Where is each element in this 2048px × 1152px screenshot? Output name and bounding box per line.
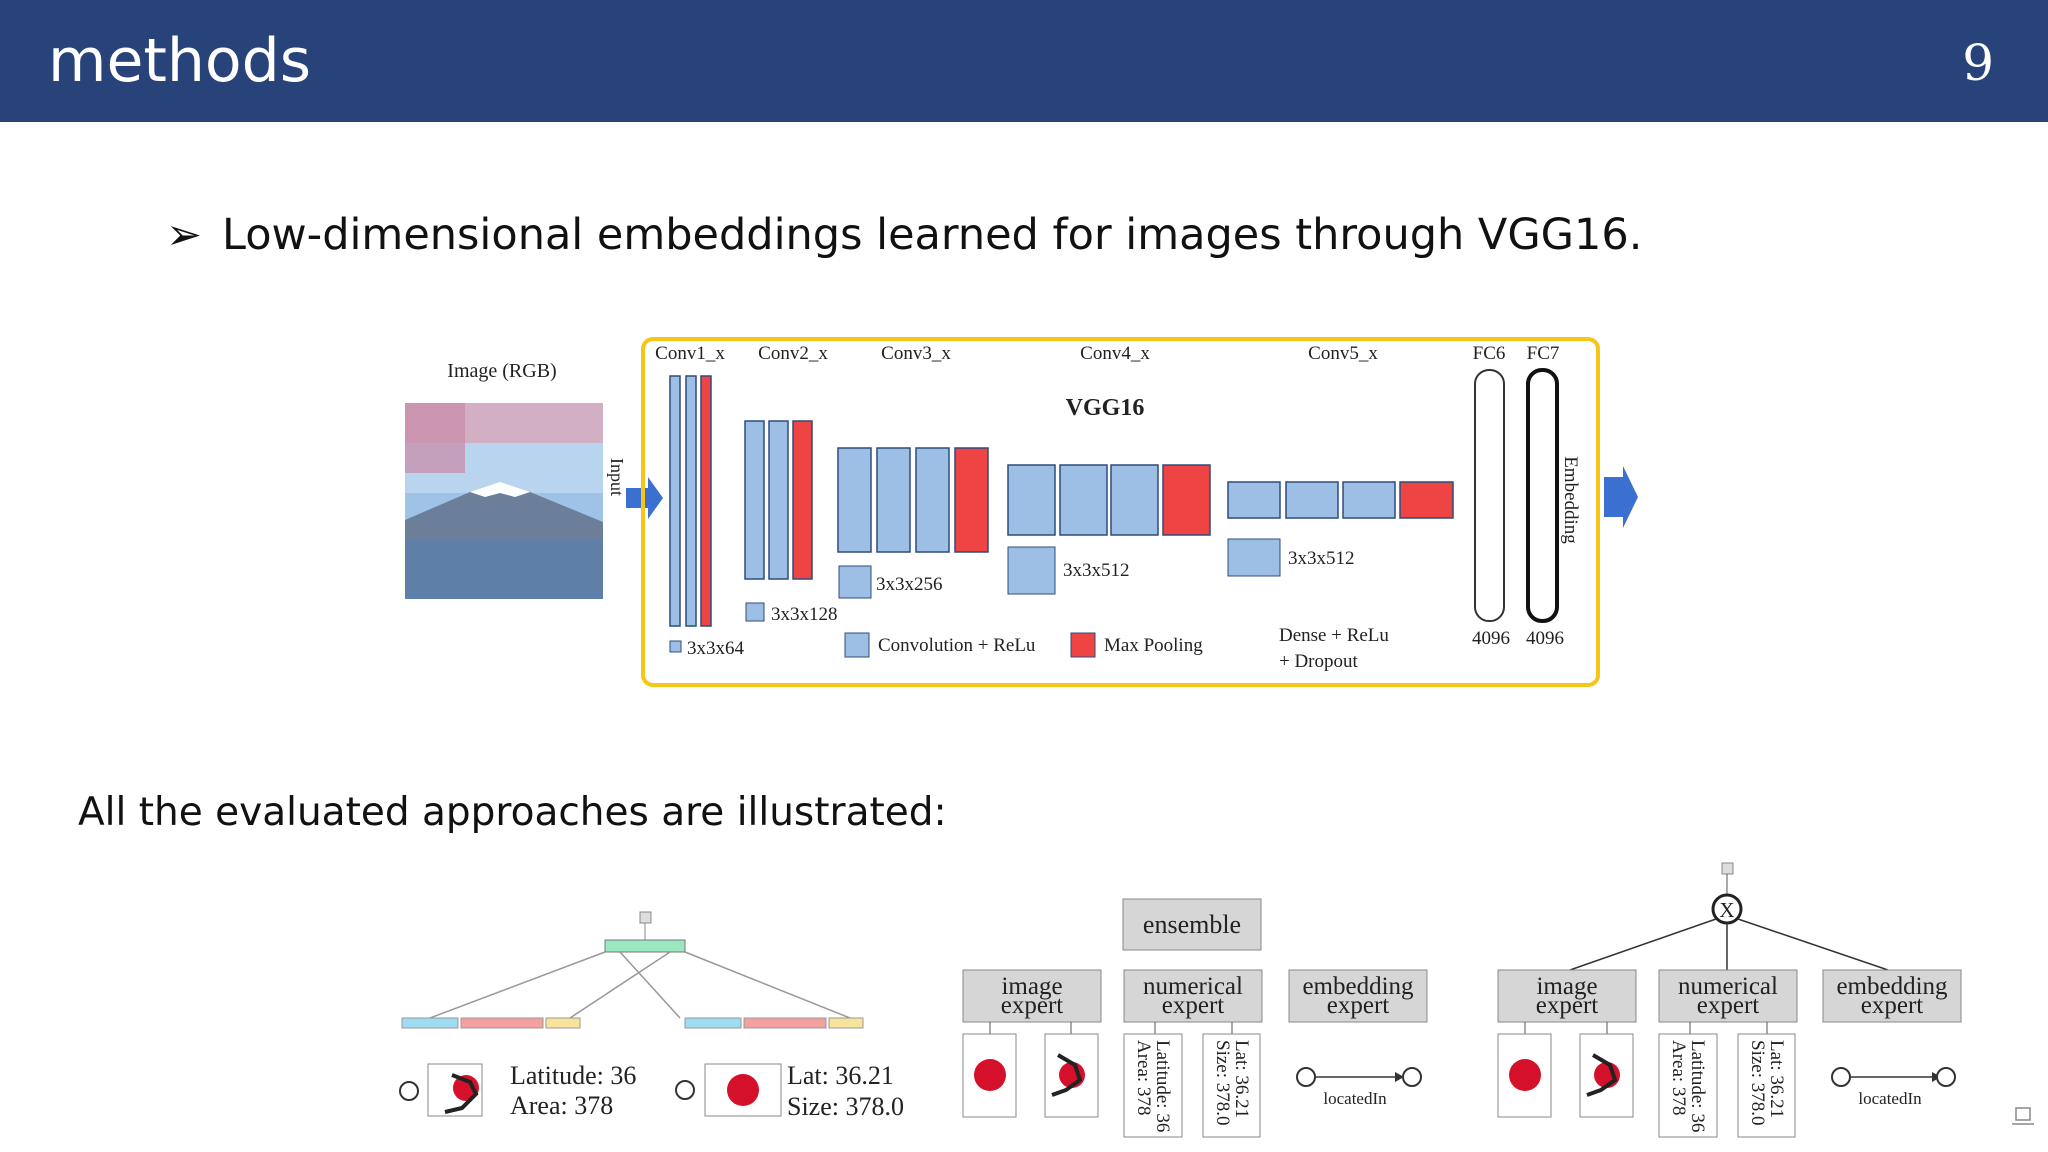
block-label-conv4: Conv4_x [1080,343,1150,364]
conv5-layers [1227,481,1454,519]
fig3-gated: X image expert numerical expert embeddin… [1497,862,1962,1138]
dense-label-2: + Dropout [1279,651,1359,672]
kernel-label-3: 3x3x256 [876,574,943,595]
fig2-embedding-expert-1: embedding [1302,973,1414,1000]
fig2-relation: locatedIn [1323,1089,1387,1108]
kernel-label-5: 3x3x512 [1288,548,1355,569]
input-label: Input [607,458,627,496]
bullet-arrow-icon: ➢ [166,210,203,260]
conv1-layers [669,375,712,627]
embedding-label: Embedding [1560,456,1581,544]
fc6-size: 4096 [1472,628,1510,649]
fig2-numerical-expert-1: numerical [1143,973,1243,1000]
slide-header: methods 9 [0,0,2048,122]
block-label-conv5: Conv5_x [1308,343,1378,364]
fig2-vert-1: Latitude: 36 [1152,1040,1173,1132]
fig1-right-line1: Lat: 36.21 [787,1061,894,1090]
fig2-embedding-expert-2: expert [1327,992,1390,1019]
model-name: VGG16 [1066,395,1145,421]
kernel-box-4 [1007,546,1056,595]
fig2-ensemble-label: ensemble [1143,910,1241,939]
slide-title: methods [48,26,311,96]
fig3-embedding-expert-1: embedding [1836,973,1948,1000]
kernel-box-3 [838,565,872,599]
fig3-image-expert-1: image [1536,973,1597,1000]
fc7-layer [1526,368,1559,623]
kernel-label-4: 3x3x512 [1063,560,1130,581]
fig3-vert-2: Area: 378 [1668,1040,1689,1115]
fig3-vert-4: Size: 378.0 [1747,1040,1768,1126]
fig3-vert-1: Latitude: 36 [1687,1040,1708,1132]
input-photo [405,403,603,599]
block-label-conv2: Conv2_x [758,343,828,364]
corner-logo-icon [2012,1107,2034,1125]
bullet-text: Low-dimensional embeddings learned for i… [222,210,1643,260]
fig3-embedding-expert-2: expert [1861,992,1924,1019]
legend-conv-swatch [844,632,870,658]
fig2-vert-2: Area: 378 [1133,1040,1154,1115]
legend-pool-swatch [1070,632,1096,658]
conv2-layers [744,420,813,580]
fig3-combine-symbol: X [1719,898,1734,922]
fig2-image-expert-2: expert [1001,992,1064,1019]
vgg16-diagram: Image (RGB) Input Conv1_x Conv2_x Conv3_… [405,337,1638,687]
fig2-image-expert-1: image [1001,973,1062,1000]
page-number: 9 [1962,34,1994,92]
fig3-image-expert-2: expert [1536,992,1599,1019]
fig2-numerical-expert-2: expert [1162,992,1225,1019]
vgg-frame [641,337,1600,687]
approaches-heading: All the evaluated approaches are illustr… [78,790,947,835]
fig1-left-line2: Area: 378 [510,1091,613,1120]
fig3-numerical-expert-1: numerical [1678,973,1778,1000]
fig3-vert-3: Lat: 36.21 [1766,1040,1787,1118]
block-label-fc7: FC7 [1527,343,1560,364]
bullet-point: ➢ Low-dimensional embeddings learned for … [166,210,1642,260]
kernel-label-2: 3x3x128 [771,604,838,625]
fig1-right-line2: Size: 378.0 [787,1092,904,1121]
image-rgb-label: Image (RGB) [447,360,556,382]
fc7-size: 4096 [1526,628,1564,649]
fig2-vert-3: Lat: 36.21 [1231,1040,1252,1118]
kernel-box-1 [669,640,682,653]
legend-pool-label: Max Pooling [1104,635,1203,656]
fc6-layer [1474,369,1505,622]
fig3-numerical-expert-2: expert [1697,992,1760,1019]
conv3-layers [837,447,989,553]
block-label-conv3: Conv3_x [881,343,951,364]
fig1-left-line1: Latitude: 36 [510,1061,636,1090]
conv4-layers [1007,464,1211,536]
fig1-tree: Latitude: 36 Area: 378 Lat: 36.21 Size: … [399,911,904,1121]
fig2-vert-4: Size: 378.0 [1212,1040,1233,1126]
block-label-conv1: Conv1_x [655,343,725,364]
fig2-ensemble: ensemble image expert numerical expert e… [962,898,1428,1138]
output-arrow-icon [1604,466,1638,528]
fig3-relation: locatedIn [1858,1089,1922,1108]
kernel-label-1: 3x3x64 [687,638,745,659]
kernel-box-5 [1227,538,1281,577]
legend-conv-label: Convolution + ReLu [878,635,1036,656]
block-label-fc6: FC6 [1473,343,1506,364]
dense-label-1: Dense + ReLu [1279,625,1389,646]
kernel-box-2 [745,602,765,622]
